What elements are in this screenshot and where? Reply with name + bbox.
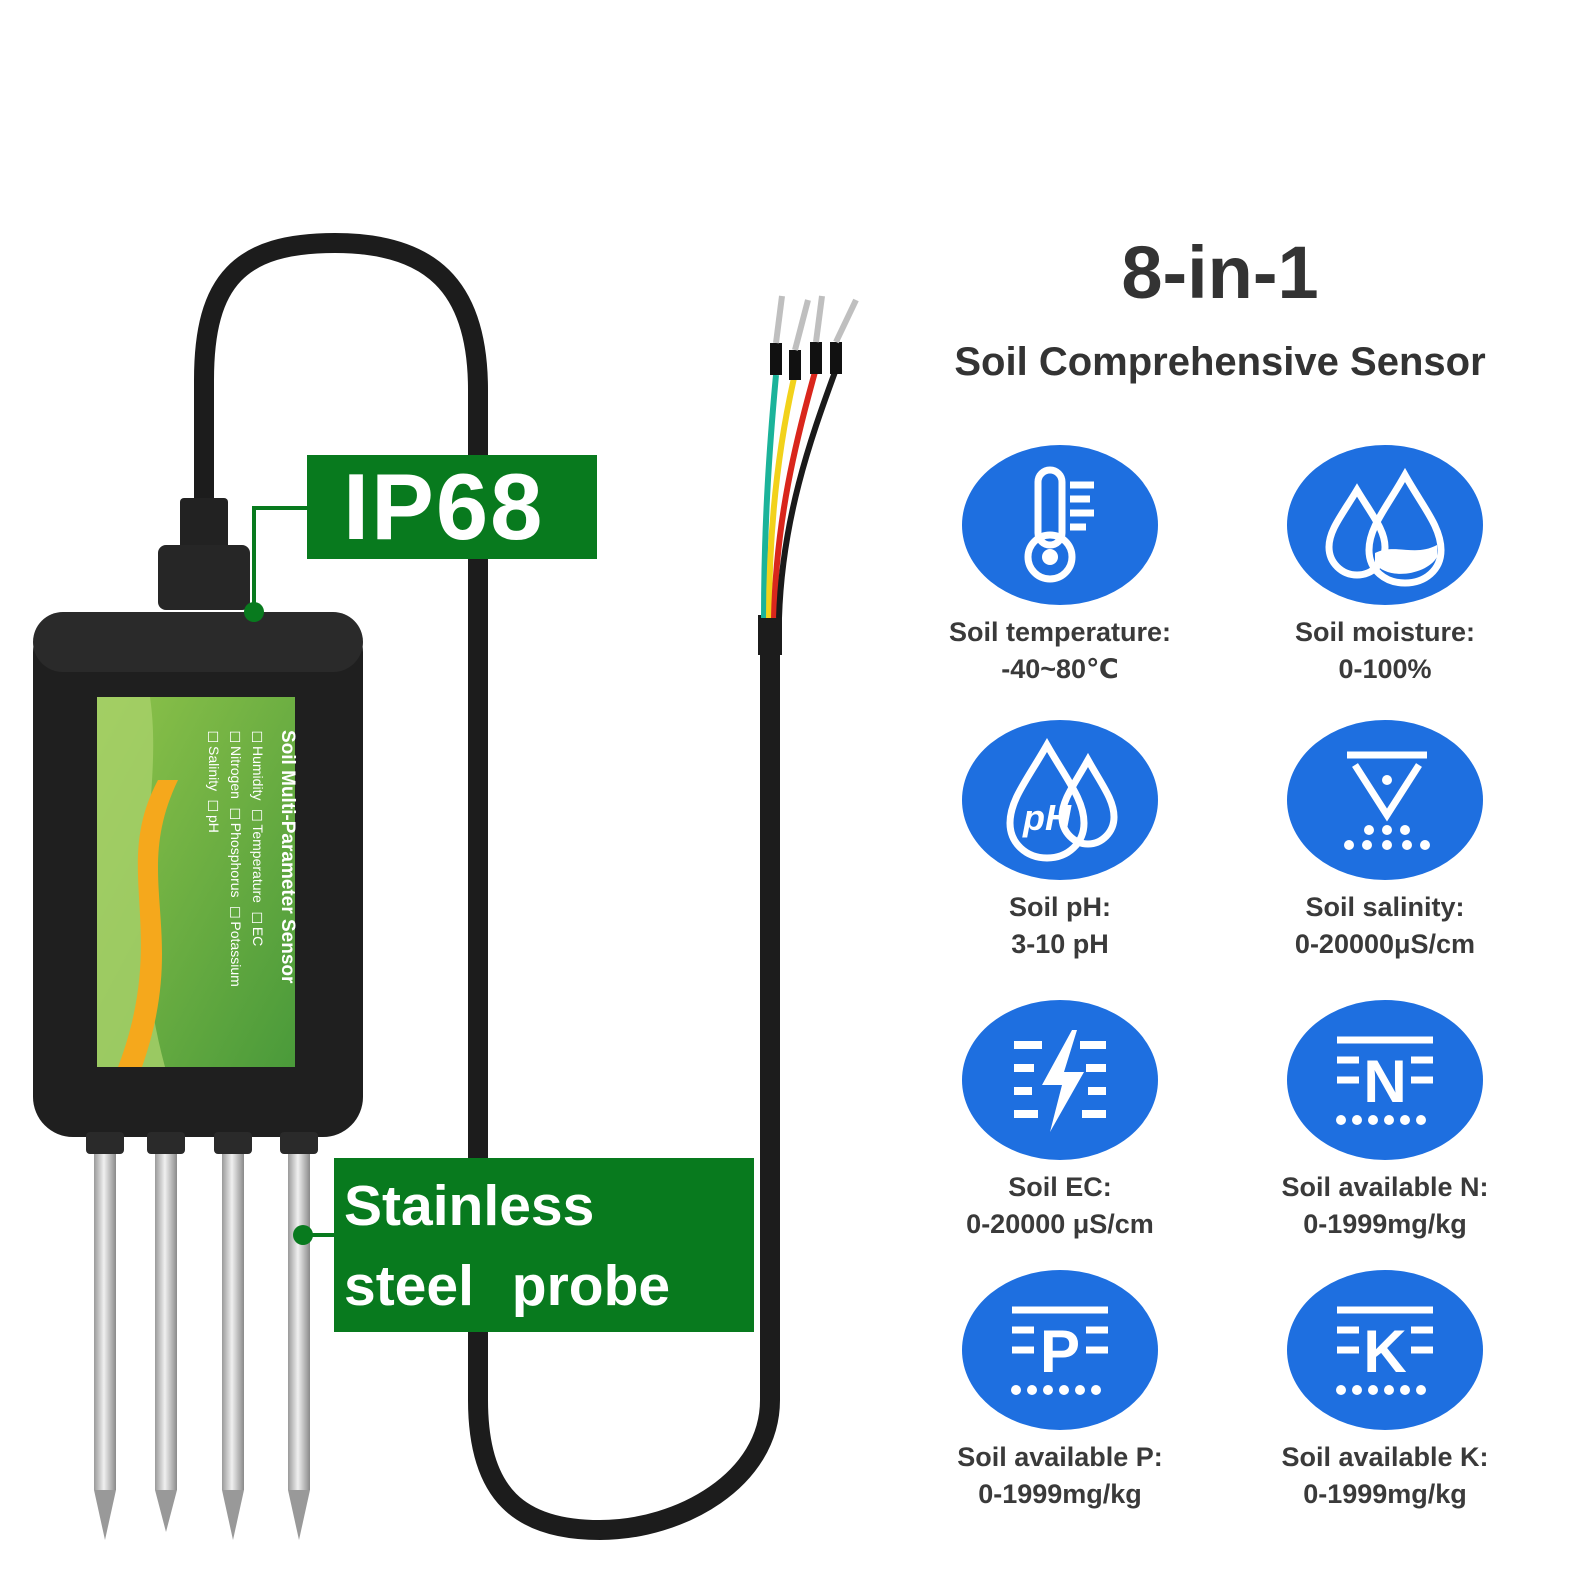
page-title: 8-in-1 (1121, 231, 1319, 314)
feature-soil-temperature: Soil temperature: -40~80℃ (900, 445, 1220, 685)
phosphorus-letter: P (1040, 1318, 1080, 1385)
feature-soil-salinity: Soil salinity: 0-20000μS/cm (1225, 720, 1545, 960)
sensor-label-row: ☐Salinity ☐pH (206, 730, 222, 833)
sensor-label-title: Soil Multi-Parameter Sensor (277, 730, 298, 984)
lightning-icon (962, 1000, 1158, 1160)
ip68-callout: IP68 (307, 455, 597, 559)
wire-terminals (770, 295, 859, 380)
potassium-letter: K (1363, 1318, 1406, 1385)
wire-yellow (766, 377, 797, 619)
cable-jacket-end (758, 615, 782, 655)
sensor-label-text: Soil Multi-Parameter Sensor ☐Humidity ☐T… (112, 730, 298, 1080)
wire-red (771, 371, 818, 619)
feature-soil-phosphorus: P Soil available P: 0-1999mg/kg (900, 1270, 1220, 1510)
feature-range: -40~80℃ (1001, 654, 1119, 684)
thermometer-icon (962, 445, 1158, 605)
feature-soil-moisture: Soil moisture: 0-100% (1225, 445, 1545, 685)
sensor-label-row: ☐Nitrogen ☐Phosphorus ☐Potassium (228, 730, 244, 987)
feature-range: 0-20000μS/cm (1294, 929, 1476, 959)
ph-drops-icon: pH (962, 720, 1158, 880)
potassium-icon: K (1287, 1270, 1483, 1430)
salinity-icon (1287, 720, 1483, 880)
ip68-leader (252, 506, 310, 612)
feature-range: 0-1999mg/kg (978, 1479, 1142, 1509)
feature-range: 0-1999mg/kg (1303, 1209, 1467, 1239)
svg-text:pH: pH (1022, 797, 1072, 838)
wire-green (761, 374, 779, 619)
feature-name: Soil EC: (1008, 1172, 1112, 1202)
cable-gland-base (158, 545, 250, 610)
feature-soil-ph: pH Soil pH: 3-10 pH (900, 720, 1220, 960)
feature-name: Soil available P: (957, 1442, 1163, 1472)
feature-range: 0-100% (1338, 654, 1432, 684)
feature-range: 0-20000 μS/cm (966, 1209, 1154, 1239)
feature-range: 0-1999mg/kg (1303, 1479, 1467, 1509)
feature-name: Soil temperature: (948, 617, 1172, 647)
feature-soil-ec: Soil EC: 0-20000 μS/cm (900, 1000, 1220, 1240)
water-drops-icon (1287, 445, 1483, 605)
feature-soil-potassium: K Soil available K: 0-1999mg/kg (1225, 1270, 1545, 1510)
feature-soil-nitrogen: N Soil available N: 0-1999mg/kg (1225, 1000, 1545, 1240)
phosphorus-icon: P (962, 1270, 1158, 1430)
sensor-label-row: ☐Humidity ☐Temperature ☐EC (250, 730, 266, 947)
feature-name: Soil available K: (1281, 1442, 1489, 1472)
sensor-cable (194, 232, 780, 1541)
feature-name: Soil moisture: (1294, 617, 1476, 647)
feature-range: 3-10 pH (1011, 929, 1109, 959)
feature-name: Soil salinity: (1305, 892, 1465, 922)
nitrogen-letter: N (1363, 1048, 1406, 1115)
steel-probes (86, 1132, 318, 1540)
nitrogen-icon: N (1287, 1000, 1483, 1160)
feature-name: Soil available N: (1281, 1172, 1489, 1202)
cable-gland-top (180, 498, 228, 556)
feature-name: Soil pH: (1009, 892, 1111, 922)
wire-black (776, 370, 838, 619)
probe-callout: Stainless steel probe (334, 1158, 754, 1332)
page-subtitle: Soil Comprehensive Sensor (954, 340, 1486, 384)
